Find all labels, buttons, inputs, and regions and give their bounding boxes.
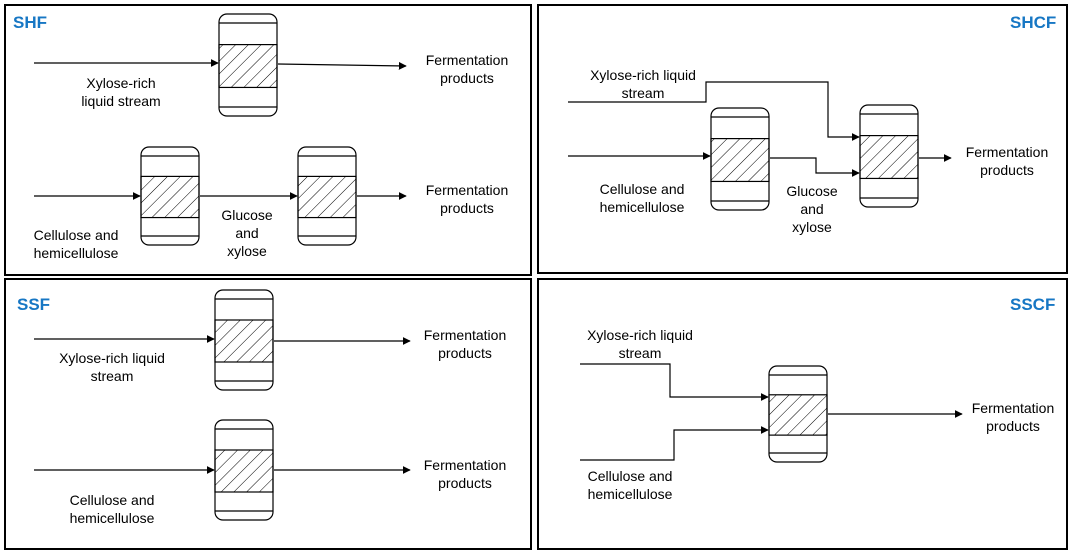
shcf-intermediate-line <box>770 157 860 177</box>
ssf-top-product-label: Fermentation products <box>423 327 507 361</box>
sscf-xylose-feed-line <box>580 363 769 401</box>
shf-intermediate-label: Glucose and xylose <box>221 207 273 259</box>
shf-cellulose-label: Cellulose and hemicellulose <box>33 227 119 261</box>
shf-xylose-stream-label: Xylose-rich liquid stream <box>81 75 161 109</box>
shf-title: SHF <box>13 13 47 32</box>
shcf-product-label: Fermentation products <box>965 144 1049 178</box>
shcf-title: SHCF <box>1010 13 1057 32</box>
shf-mid-reactor <box>140 146 200 246</box>
shf-bottom-product-label: Fermentation products <box>425 182 509 216</box>
sscf-xylose-stream-label: Xylose-rich liquid stream <box>587 327 693 361</box>
ssf-top-reactor <box>214 289 274 391</box>
shcf-xylose-stream-label: Xylose-rich liquid stream <box>590 67 696 101</box>
ssf-title: SSF <box>17 295 51 314</box>
shcf-xylose-feed-line <box>568 81 860 141</box>
sscf-title: SSCF <box>1010 295 1056 314</box>
ssf-bottom-reactor <box>214 419 274 521</box>
sscf-cellulose-label: Cellulose and hemicellulose <box>587 468 673 502</box>
shf-top-product-label: Fermentation products <box>425 52 509 86</box>
shf-right-reactor <box>297 146 357 246</box>
sscf-reactor <box>768 365 828 463</box>
shf-top-reactor <box>218 13 278 117</box>
shcf-left-reactor <box>710 107 770 211</box>
ssf-cellulose-label: Cellulose and hemicellulose <box>69 492 155 526</box>
shcf-cellulose-label: Cellulose and hemicellulose <box>599 181 685 215</box>
ssf-bottom-product-label: Fermentation products <box>423 457 507 491</box>
shf-top-product-line <box>277 61 407 70</box>
shcf-intermediate-label: Glucose and xylose <box>786 183 838 235</box>
shcf-panel <box>537 4 1068 274</box>
sscf-product-label: Fermentation products <box>971 400 1055 434</box>
ssf-xylose-stream-label: Xylose-rich liquid stream <box>59 350 165 384</box>
shcf-right-reactor <box>859 104 919 208</box>
sscf-cellulose-feed-line <box>580 426 769 461</box>
